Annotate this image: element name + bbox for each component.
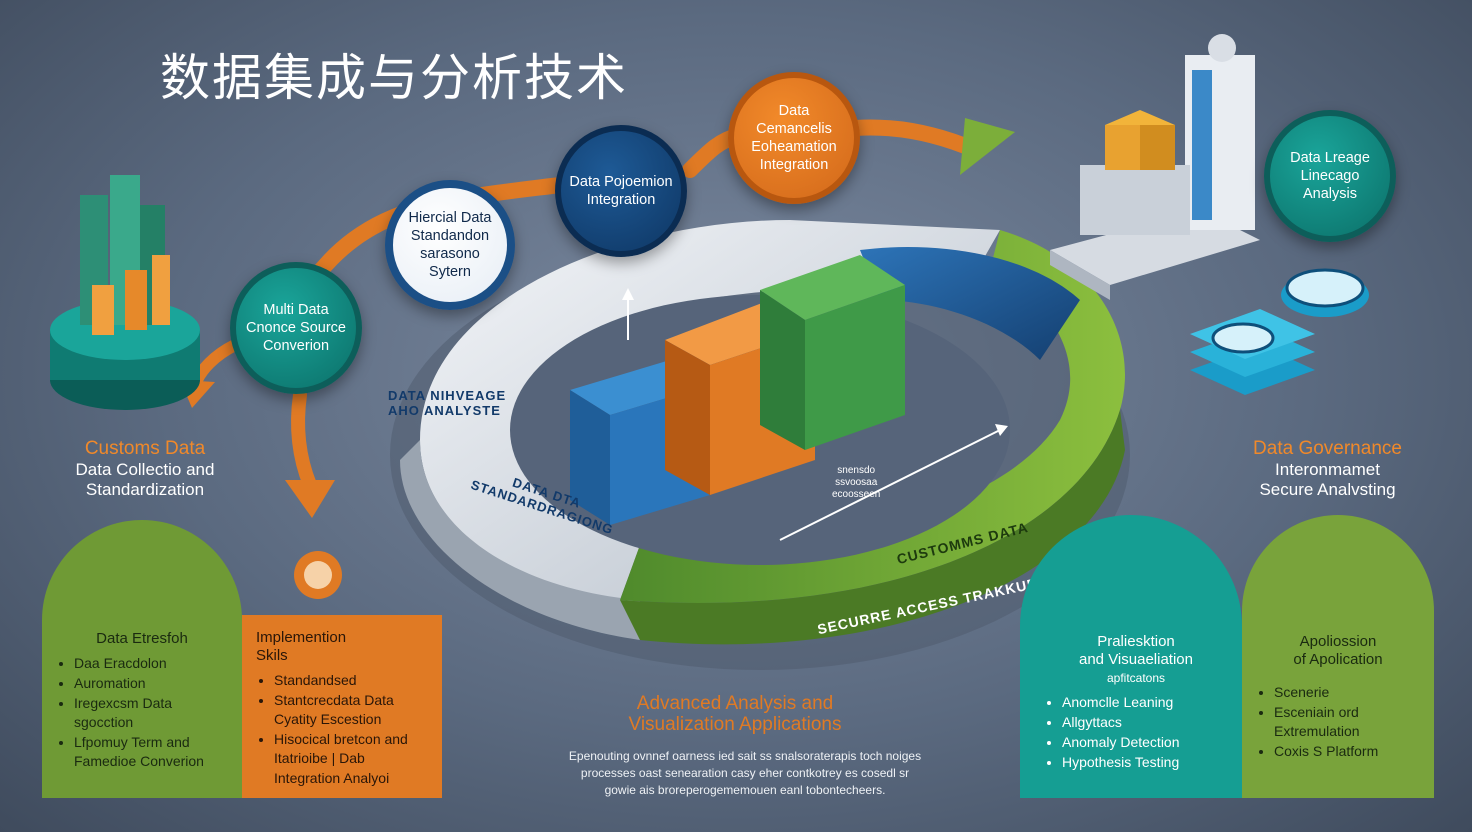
list-item: Scenerie: [1274, 683, 1420, 702]
panel-prediction-visualization: Praliesktion and Visuaeliation apfitcato…: [1020, 515, 1242, 798]
ring-blue-segment: [860, 247, 1080, 360]
cube-caption: snensdo ssvoosaa ecoosseen: [832, 465, 881, 500]
cube-green: [760, 255, 905, 450]
list-item: Hypothesis Testing: [1062, 753, 1228, 772]
bubble-propagation: Data Pojoemion Integration: [555, 125, 687, 257]
governance-sub-2: Secure Analvsting: [1259, 480, 1396, 499]
flow-arrow-down: [291, 388, 317, 492]
panel-2-title-2: Skils: [256, 647, 288, 664]
list-item: Lfpomuy Term and Famedioe Converion: [74, 733, 228, 771]
panel-2-list: Standandsed Stantcrecdata Data Cyatity E…: [256, 671, 428, 788]
panel-1-list: Daa Eracdolon Auromation Iregexcsm Data …: [56, 654, 228, 771]
panel-data-extraction: Data Etresfoh Daa Eracdolon Auromation I…: [42, 520, 242, 798]
governance-label: Data Governance Interonmamet Secure Anal…: [1215, 438, 1440, 500]
panel-2-title-1: Implemention: [256, 629, 347, 646]
bubble-lineage: Data Lreage Linecago Analysis: [1264, 110, 1396, 242]
list-item: Coxis S Platform: [1274, 742, 1420, 761]
bubble-standardization: Hiercial Data Standandon sarasono Sytern: [385, 180, 515, 310]
list-item: Auromation: [74, 674, 228, 693]
flow-arrow-head-right: [960, 118, 1015, 175]
advanced-analysis-description: Epenouting ovnnef oarness ied sait ss sn…: [568, 749, 922, 797]
governance-heading: Data Governance: [1253, 438, 1402, 459]
customs-label: Customs Data Data Collectio and Standard…: [40, 438, 250, 500]
bubble-multi-source: Multi Data Cnonce Source Converion: [230, 262, 362, 394]
panel-application: Apoliossion of Apolication Scenerie Esce…: [1242, 515, 1434, 798]
list-item: Anomaly Detection: [1062, 733, 1228, 752]
advanced-analysis-heading: Advanced Analysis and Visualization Appl…: [628, 693, 842, 735]
panel-4-title-1: Apoliossion: [1299, 633, 1377, 650]
customs-heading: Customs Data: [84, 438, 206, 459]
page-title: 数据集成与分析技术: [160, 49, 628, 107]
panel-4-list: Scenerie Esceniain ord Extremulation Cox…: [1256, 683, 1420, 761]
list-item: Standandsed: [274, 671, 428, 690]
server-stack-left: [50, 175, 200, 410]
ring-grey-segment: [420, 220, 1000, 600]
customs-sub-2: Standardization: [85, 480, 205, 499]
panel-3-title-1: Praliesktion: [1097, 633, 1175, 650]
list-item: Iregexcsm Data sgocction: [74, 694, 228, 732]
customs-sub-1: Data Collectio and: [75, 460, 215, 479]
bubble-governance-integration: Data Cemancelis Eoheamation Integration: [728, 72, 860, 204]
panel-implementation-skills: Implemention Skils Standandsed Stantcrec…: [242, 615, 442, 798]
list-item: Allgyttacs: [1062, 713, 1228, 732]
ring-green-segment: [620, 230, 1125, 604]
list-item: Esceniain ord Extremulation: [1274, 703, 1420, 741]
panel-4-title-2: of Apolication: [1293, 651, 1383, 668]
building-right: [1050, 34, 1260, 300]
gear-icon: [294, 551, 342, 599]
data-layers-right: [1190, 268, 1369, 395]
governance-sub-1: Interonmamet: [1275, 460, 1380, 479]
flow-arrow-left: [189, 339, 241, 391]
list-item: Stantcrecdata Data Cyatity Escestion: [274, 691, 428, 729]
list-item: Anomclle Leaning: [1062, 693, 1228, 712]
list-item: Hisocical bretcon and Itatrioibe | Dab: [274, 730, 428, 768]
list-item: Daa Eracdolon: [74, 654, 228, 673]
panel-1-title: Data Etresfoh: [96, 630, 188, 647]
panel-3-title-2: and Visuaeliation: [1079, 651, 1193, 668]
panel-3-list: Anomclle Leaning Allgyttacs Anomaly Dete…: [1044, 693, 1228, 772]
ring-label-lineage: DATA NIHVEAGE AHO ANALYSTE: [388, 388, 507, 418]
list-item: Integration Analyoi: [274, 770, 390, 786]
panel-3-title-3: apfitcatons: [1106, 671, 1166, 685]
